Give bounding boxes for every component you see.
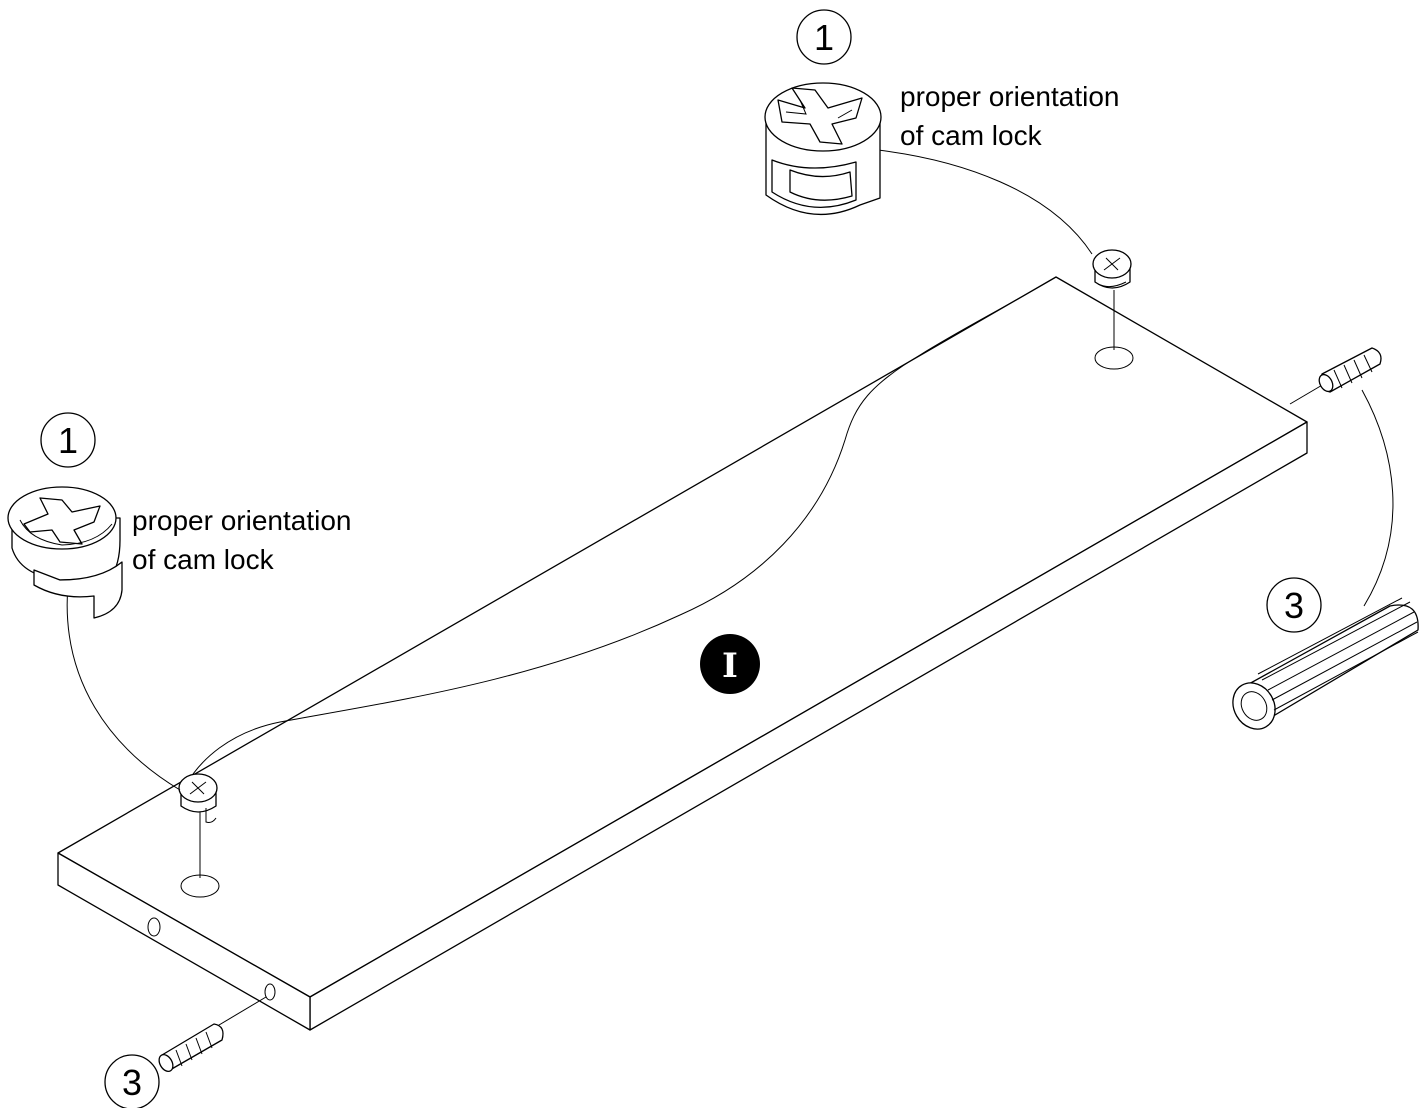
small-cam-lock-left — [178, 773, 218, 878]
dowel-hole-end-1 — [147, 917, 161, 937]
top-cam-label-line2: of cam lock — [900, 120, 1043, 151]
leader-line-top-cam — [877, 149, 1093, 255]
leader-line-right-dowel — [1361, 389, 1394, 607]
callout-top-cam: 1 — [796, 9, 852, 65]
dowel-detail-right — [1232, 597, 1419, 730]
callout-number-right-dowel: 3 — [1284, 585, 1304, 626]
panel-curve-line — [185, 276, 1057, 786]
small-cam-lock-top — [1092, 249, 1132, 350]
callout-left-cam: 1 — [40, 412, 96, 468]
panel-marker: I — [722, 646, 738, 686]
panel-board — [57, 276, 1308, 1031]
dowel-hole-end-2 — [264, 983, 276, 1001]
left-cam-label-line2: of cam lock — [132, 544, 275, 575]
leader-line-left-cam — [66, 584, 181, 791]
cam-lock-detail-top — [764, 82, 1093, 255]
small-dowel-right — [1289, 347, 1394, 607]
callout-right-dowel: 3 — [1266, 577, 1322, 633]
callout-number-top-cam: 1 — [814, 17, 834, 58]
panel-top-face — [57, 276, 1308, 998]
callout-bottom-dowel: 3 — [104, 1054, 160, 1108]
cam-lock-detail-left — [7, 486, 181, 791]
panel-end-face — [57, 852, 311, 1031]
callout-number-bottom-dowel: 3 — [122, 1062, 142, 1103]
callout-number-left-cam: 1 — [58, 420, 78, 461]
panel-marker-badge: I — [700, 634, 760, 694]
dowel-bottom-left — [158, 996, 267, 1073]
left-cam-label-line1: proper orientation — [132, 505, 351, 536]
top-cam-label-line1: proper orientation — [900, 81, 1119, 112]
